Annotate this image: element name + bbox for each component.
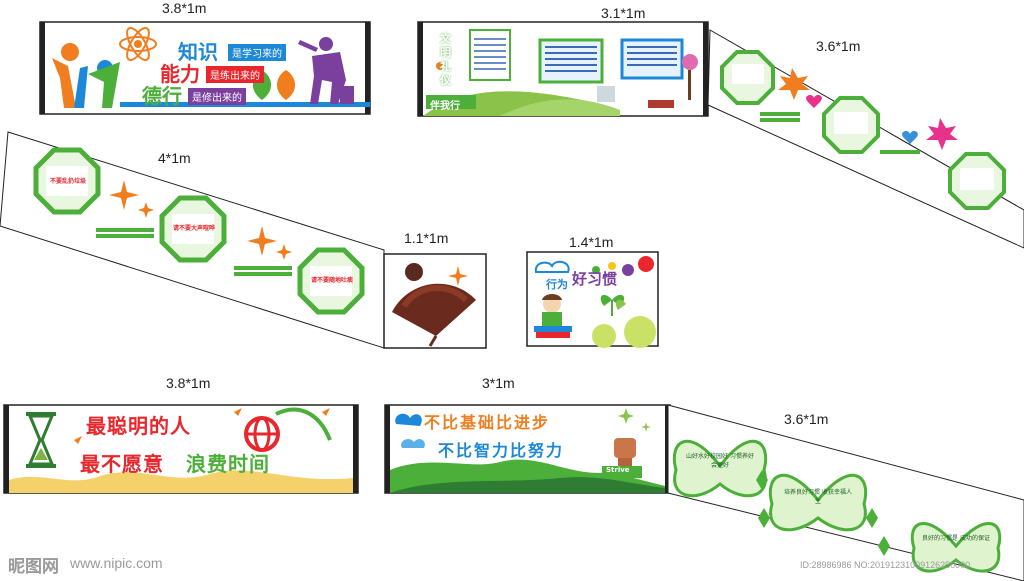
panel-time — [3, 404, 359, 494]
size-label-panel8: 3*1m — [482, 375, 515, 391]
birds-icon — [74, 408, 330, 444]
notice-board-1 — [538, 38, 604, 84]
heart-icon-blue — [902, 131, 918, 144]
time-slogan-line1: 最聪明的人 — [86, 414, 191, 438]
panel-etiquette — [417, 21, 709, 117]
folding-fan-icon — [392, 283, 476, 347]
watermark-logo: 昵图网 — [8, 557, 59, 577]
panel1-tag-2: 是练出来的 — [206, 66, 264, 83]
octagon-frame-1 — [720, 50, 775, 105]
strive-ribbon — [602, 466, 642, 478]
butterfly-caption-3: 良好的习惯是 成功的保证 — [922, 535, 990, 542]
size-label-panel9: 3.6*1m — [784, 411, 829, 427]
sparkle-icon — [618, 408, 651, 432]
panel-slanted-butterflies — [667, 404, 1024, 581]
time-slogan-line2a: 最不愿意 — [80, 452, 164, 476]
cloud-icon — [534, 260, 570, 273]
size-label-panel2: 3.1*1m — [601, 5, 646, 21]
time-slogan-line2b: 浪费时间 — [186, 452, 270, 476]
frame-caption-noise: 请不要大声喧哗 — [172, 225, 215, 232]
flowers-icon — [592, 256, 654, 276]
maple-leaf-icon — [778, 68, 810, 100]
worker-figure-icon — [298, 37, 354, 104]
butterfly-frame-1 — [672, 439, 768, 498]
panel-good-habits — [526, 251, 659, 348]
sparkle-icon — [109, 180, 292, 260]
child-reading-icon — [534, 294, 572, 338]
panel-slanted-frames-right — [707, 29, 1024, 249]
octagon-frame-spit — [297, 247, 365, 315]
watermark-url: www.nipic.com — [70, 555, 163, 571]
habits-title-big: 好习惯 — [572, 270, 618, 288]
butterfly-caption-2: 培养良好习惯 收获幸福人生 — [784, 489, 852, 505]
octagon-frame-3 — [948, 152, 1006, 210]
butterfly-caption-1: 山好水好校园好 习惯养好会更好 — [686, 453, 754, 469]
sign-board — [469, 29, 511, 81]
globe-icon — [244, 416, 280, 452]
size-label-panel6: 1.4*1m — [569, 234, 614, 250]
panel1-word-1: 知识 — [178, 40, 218, 64]
sprout-icon — [600, 294, 626, 316]
progress-slogan-line2: 不比智力比努力 — [438, 441, 565, 460]
butterfly-frame-3 — [910, 522, 1002, 573]
trees-icon — [436, 54, 698, 100]
atom-icon — [119, 27, 157, 61]
panel1-tag-3: 是修出来的 — [188, 88, 246, 105]
octagon-frame-noise — [159, 195, 227, 263]
size-label-panel3: 3.6*1m — [816, 38, 861, 54]
people-logo-icon — [52, 43, 120, 108]
panel1-tag-1: 是学习来的 — [228, 44, 286, 61]
maple-leaf-pink-icon — [926, 118, 958, 150]
octagon-frame-litter — [33, 147, 101, 215]
size-label-panel7: 3.8*1m — [166, 375, 211, 391]
heart-icon — [806, 95, 822, 108]
panel2-vertical-title: 文明礼仪 — [440, 32, 451, 87]
butterfly-frame-2 — [768, 473, 868, 532]
panel-fan — [383, 253, 487, 349]
habits-title-small: 行为 — [546, 278, 568, 291]
notice-board-2 — [620, 38, 684, 80]
watermark-id: ID:28986986 NO:20191231009126250000 — [800, 560, 971, 570]
panel2-caption: 伴我行 — [430, 101, 460, 112]
panel-slanted-frames-left — [0, 131, 385, 349]
frame-caption-litter: 不要乱扔垃圾 — [49, 178, 86, 185]
hourglass-icon — [26, 412, 56, 468]
panel1-word-3: 德行 — [142, 84, 182, 108]
octagon-frame-2 — [822, 96, 880, 154]
sparkle-icon — [448, 266, 468, 286]
panel-progress — [384, 404, 671, 494]
size-label-panel5: 1.1*1m — [404, 230, 449, 246]
frame-caption-spit: 请不要随地吐痰 — [310, 277, 353, 284]
strive-badge-text: Strive — [606, 466, 630, 474]
diamond-sparkle-icon — [756, 470, 890, 556]
size-label-panel1: 3.8*1m — [162, 0, 207, 16]
truck-icon — [648, 100, 674, 108]
cloud-icon — [395, 413, 422, 426]
moon-icon — [405, 263, 423, 281]
panel1-word-2: 能力 — [160, 62, 200, 86]
progress-slogan-line1: 不比基础比进步 — [424, 413, 551, 432]
size-label-panel4: 4*1m — [158, 150, 191, 166]
